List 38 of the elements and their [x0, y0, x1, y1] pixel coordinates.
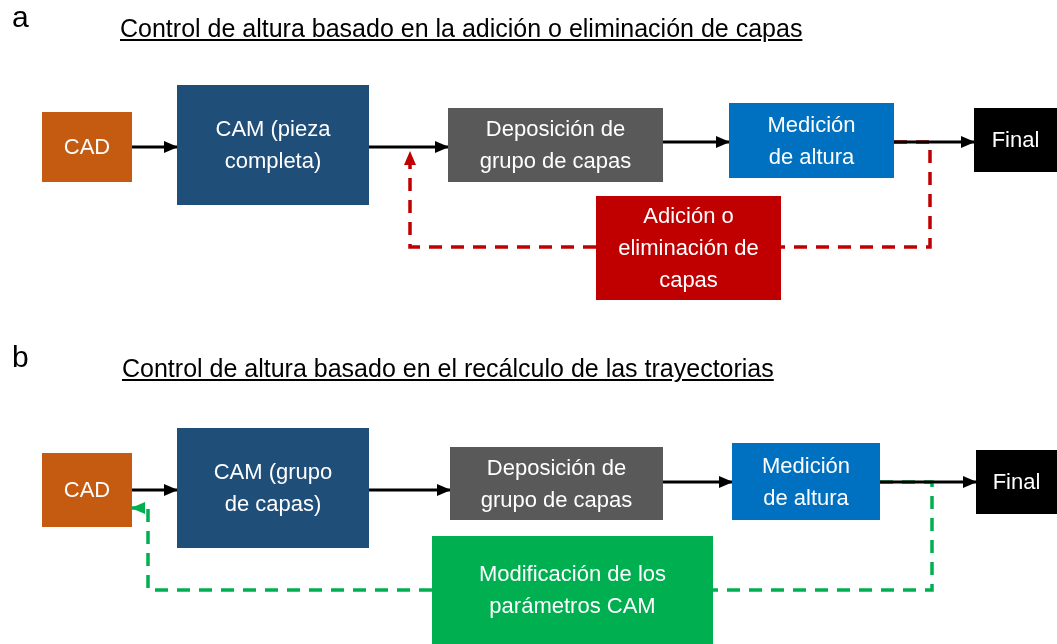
box-label: CAD	[63, 133, 111, 162]
process-box	[42, 453, 132, 527]
box-label: CAM (grupo de capas)	[212, 458, 334, 518]
arrow	[894, 136, 975, 148]
process-box	[177, 85, 369, 205]
box-label: Deposición de grupo de capas	[478, 115, 633, 175]
box-label: Adición o eliminación de capas	[618, 202, 759, 294]
section-title: Control de altura basado en el recálculo de las trayectorias	[122, 354, 774, 383]
arrow	[369, 141, 449, 153]
process-box	[732, 443, 880, 520]
panel-letter: b	[12, 340, 29, 374]
process-box	[974, 108, 1057, 172]
process-box	[432, 536, 713, 644]
feedback-arrow	[131, 502, 432, 592]
process-box	[450, 447, 663, 520]
arrow	[663, 136, 730, 148]
process-box	[448, 108, 663, 182]
arrow	[880, 476, 977, 488]
panel-letter: a	[12, 0, 29, 34]
box-label: Final	[991, 126, 1040, 155]
process-box	[976, 450, 1057, 514]
box-label: Final	[992, 468, 1041, 497]
box-label: Medición de altura	[766, 110, 857, 171]
process-box	[42, 112, 132, 182]
box-label: CAD	[63, 476, 111, 505]
arrow	[663, 476, 733, 488]
process-box	[177, 428, 369, 548]
arrow	[132, 141, 178, 153]
process-box	[729, 103, 894, 178]
box-label: Deposición de grupo de capas	[479, 453, 634, 514]
arrow	[132, 484, 178, 496]
section-title: Control de altura basado en la adición o eliminación de capas	[120, 14, 803, 43]
arrow	[369, 484, 451, 496]
box-label: CAM (pieza completa)	[214, 115, 332, 175]
box-label: Medición de altura	[760, 451, 851, 512]
box-label: Modificación de los parámetros CAM	[477, 560, 668, 620]
process-box	[596, 196, 781, 300]
feedback-arrow	[404, 151, 596, 249]
